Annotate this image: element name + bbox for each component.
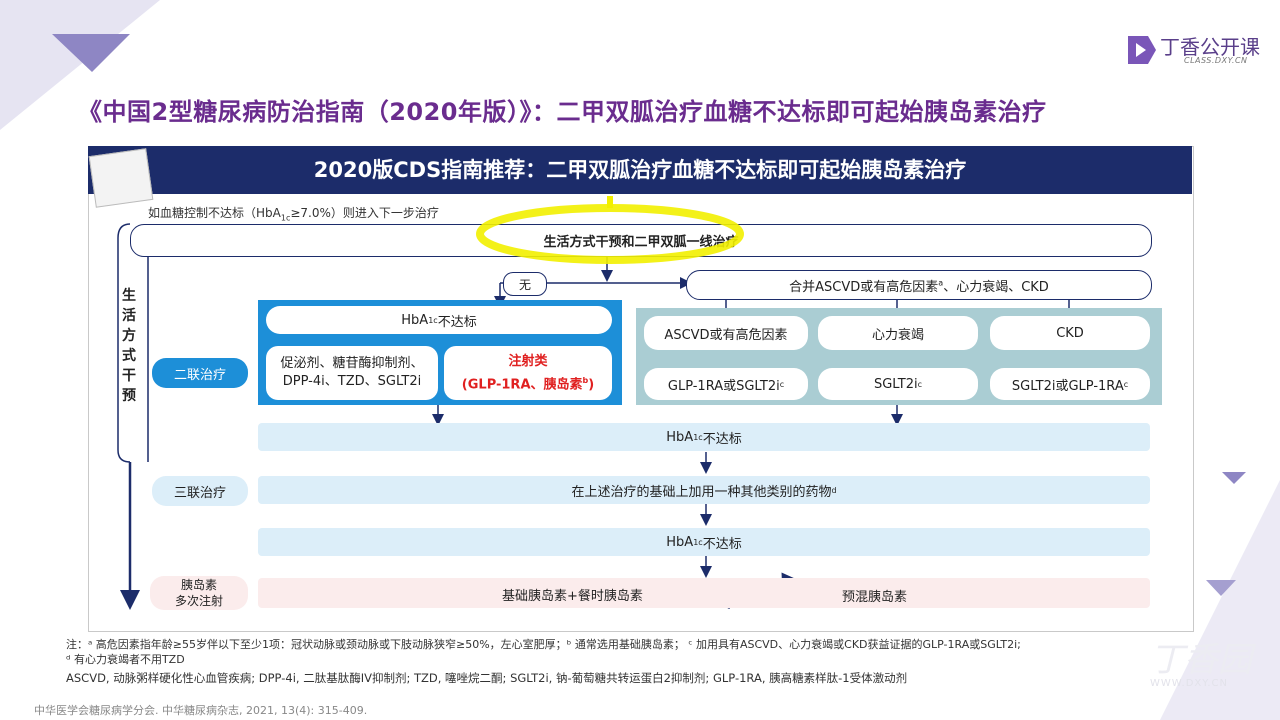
- dxy-watermark-subtext: WWW.DXY.CN: [1150, 678, 1228, 689]
- injectables-pill: 注射类 (GLP-1RA、胰岛素b): [444, 346, 612, 400]
- no-comorbidity-box: 无: [503, 272, 547, 296]
- dual-therapy-label: 二联治疗: [152, 358, 248, 388]
- ckd-pill: CKD: [990, 316, 1150, 350]
- highlight-circle: [470, 192, 750, 272]
- oral-agents-pill: 促泌剂、糖苷酶抑制剂、DPP-4i、TZD、SGLT2i: [266, 346, 438, 400]
- footnote-line-1: 注：ᵃ 高危因素指年龄≥55岁伴以下至少1项：冠状动脉或颈动脉或下肢动脉狭窄≥5…: [66, 636, 1021, 652]
- abbreviations-line: ASCVD, 动脉粥样硬化性心血管疾病; DPP-4i, 二肽基肽酶IV抑制剂;…: [66, 670, 907, 686]
- no-comorbidity-label: 无: [519, 276, 531, 293]
- oral-agents-text: 促泌剂、糖苷酶抑制剂、DPP-4i、TZD、SGLT2i: [266, 355, 438, 391]
- ascvd-pill: ASCVD或有高危因素: [644, 316, 808, 350]
- basal-bolus-text: 基础胰岛素+餐时胰岛素: [502, 585, 643, 604]
- triple-therapy-label: 三联治疗: [152, 476, 248, 506]
- premix-text: 预混胰岛素: [842, 586, 907, 605]
- top-control-note: 如血糖控制不达标（HbA1c≥7.0%）则进入下一步治疗: [148, 204, 439, 222]
- injectables-title: 注射类: [508, 352, 547, 371]
- insulin-band: [258, 578, 1150, 608]
- comorbidity-label: 合并ASCVD或有高危因素a、心力衰竭、CKD: [789, 276, 1049, 295]
- lifestyle-intervention-vertical-label: 生活方式干预: [118, 286, 140, 406]
- dxy-watermark-text: 丁香园: [1150, 632, 1252, 681]
- footnote-line-2: ᵈ 有心力衰竭者不用TZD: [66, 651, 185, 667]
- insulin-injection-label: 胰岛素多次注射: [150, 576, 248, 610]
- comorbidity-box: 合并ASCVD或有高危因素a、心力衰竭、CKD: [686, 270, 1152, 300]
- injectables-detail: (GLP-1RA、胰岛素b): [462, 371, 594, 394]
- reference-citation: 中华医学会糖尿病学分会. 中华糖尿病杂志, 2021, 13(4): 315-4…: [34, 702, 367, 718]
- heart-failure-pill: 心力衰竭: [818, 316, 978, 350]
